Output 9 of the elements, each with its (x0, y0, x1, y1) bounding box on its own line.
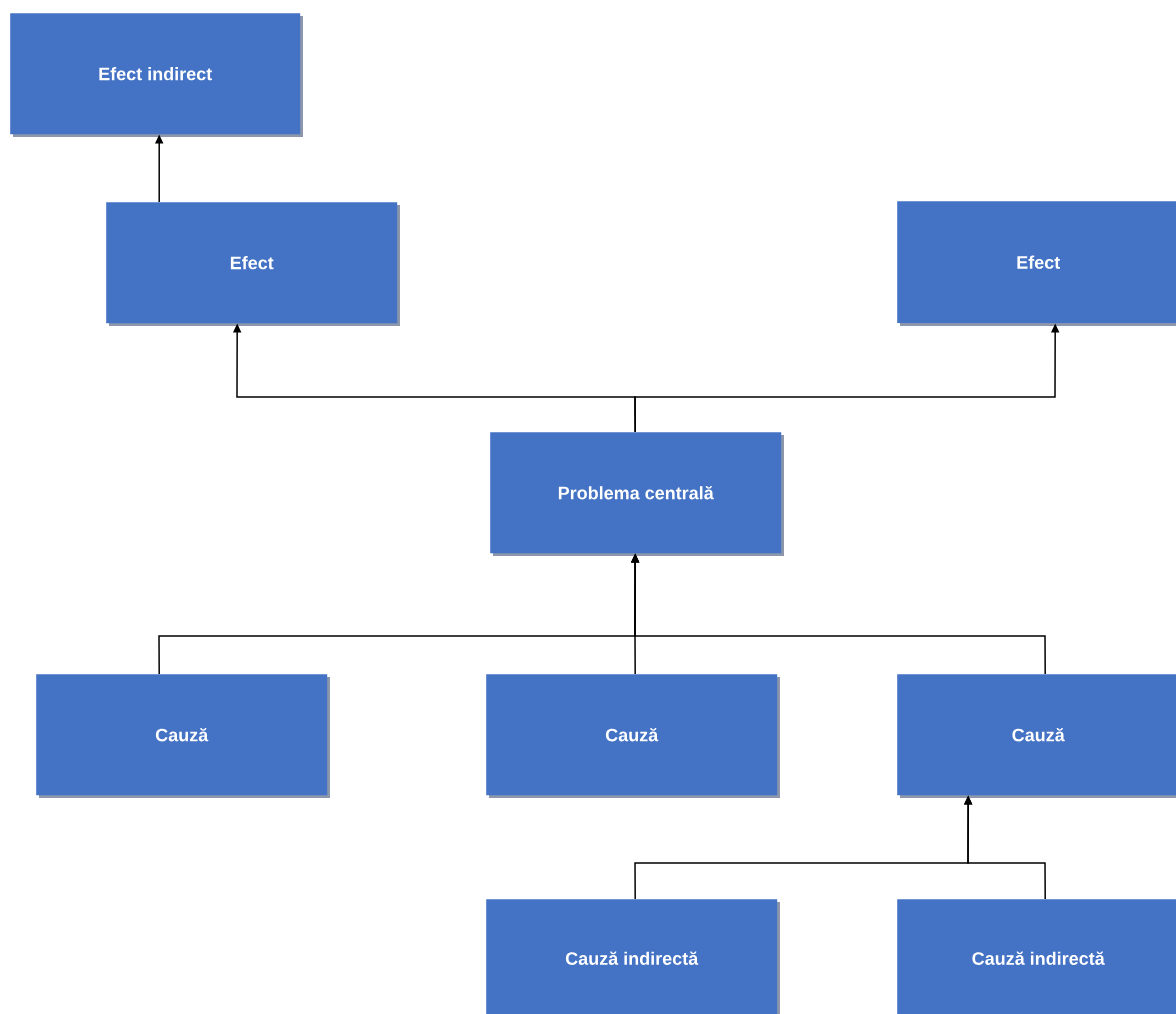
process-box: Efect (897, 201, 1176, 326)
process-box: Cauză (36, 674, 330, 798)
process-box: Cauză (486, 674, 780, 798)
process-box: Cauză (897, 674, 1176, 798)
process-box: Cauză indirectă (897, 899, 1176, 1014)
process-box: Efect indirect (10, 13, 303, 137)
process-box: Efect (106, 202, 400, 326)
process-box: Problema centrală (490, 432, 784, 556)
process-box: Cauză indirectă (486, 899, 780, 1014)
